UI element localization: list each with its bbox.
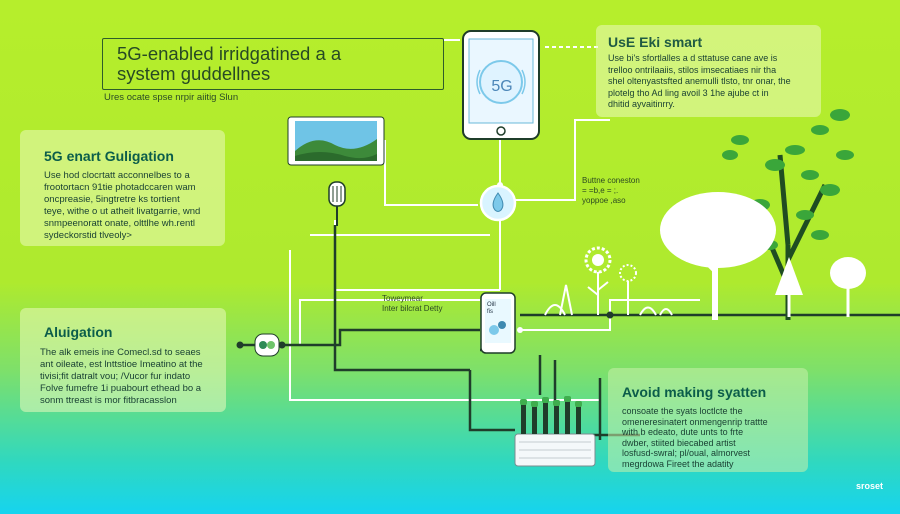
- panel-irrigation-body: The alk emeis ine Comecl.sd to seaes ant…: [40, 347, 203, 406]
- panel-irrigation: Aluigation The alk emeis ine Comecl.sd t…: [20, 308, 226, 412]
- panel-smart-irrigation-body: Use hod clocrtatt acconnelbes to a froot…: [44, 170, 201, 241]
- landscape-image: [287, 116, 385, 166]
- panel-irrigation-heading: Aluigation: [44, 324, 113, 340]
- panel-avoid: Avoid making syatten consoate the syats …: [608, 368, 808, 472]
- garden-trees-illustration: [544, 109, 866, 320]
- mobile-controller: Oill fis: [480, 292, 516, 354]
- panel-avoid-body: consoate the syats loctlcte the omeneres…: [622, 406, 768, 469]
- panel-use-smart-heading: UsE Eki smart: [608, 34, 703, 50]
- panel-smart-irrigation: 5G enart Guligation Use hod clocrtatt ac…: [20, 130, 225, 246]
- page-subtitle: Ures ocate spse nrpir aiitig Slun: [104, 92, 239, 103]
- panel-use-smart-body: Use bi's sfortlalles a d sttatuse cane a…: [608, 53, 791, 109]
- connector-node-icon: [254, 333, 280, 357]
- phone-5g-label: 5G: [491, 78, 513, 95]
- page-title: 5G-enabled irridgatined a a system gudde…: [117, 43, 342, 84]
- panel-use-smart: UsE Eki smart Use bi's sfortlalles a d s…: [596, 25, 821, 117]
- panel-avoid-heading: Avoid making syatten: [622, 384, 767, 400]
- status-label: Buttne coneston = =b,e = ;. yoppoe ,aso: [582, 176, 640, 205]
- title-box: 5G-enabled irridgatined a a system gudde…: [102, 38, 444, 90]
- tower-label: Toweymear Inter bilcrat Detty: [382, 294, 443, 313]
- landscape-icon: [287, 116, 385, 166]
- small-phone-text: Oill fis: [487, 302, 496, 315]
- small-phone-icon: [480, 292, 516, 354]
- smartphone-icon: [462, 30, 540, 140]
- irrigation-hub-icon: [514, 396, 596, 467]
- microphone-sensor-icon: [328, 181, 346, 226]
- watermark: sroset: [856, 481, 884, 491]
- water-drop-icon[interactable]: [478, 184, 518, 222]
- panel-smart-irrigation-heading: 5G enart Guligation: [44, 148, 174, 164]
- smartphone-5g: 5G: [462, 30, 540, 140]
